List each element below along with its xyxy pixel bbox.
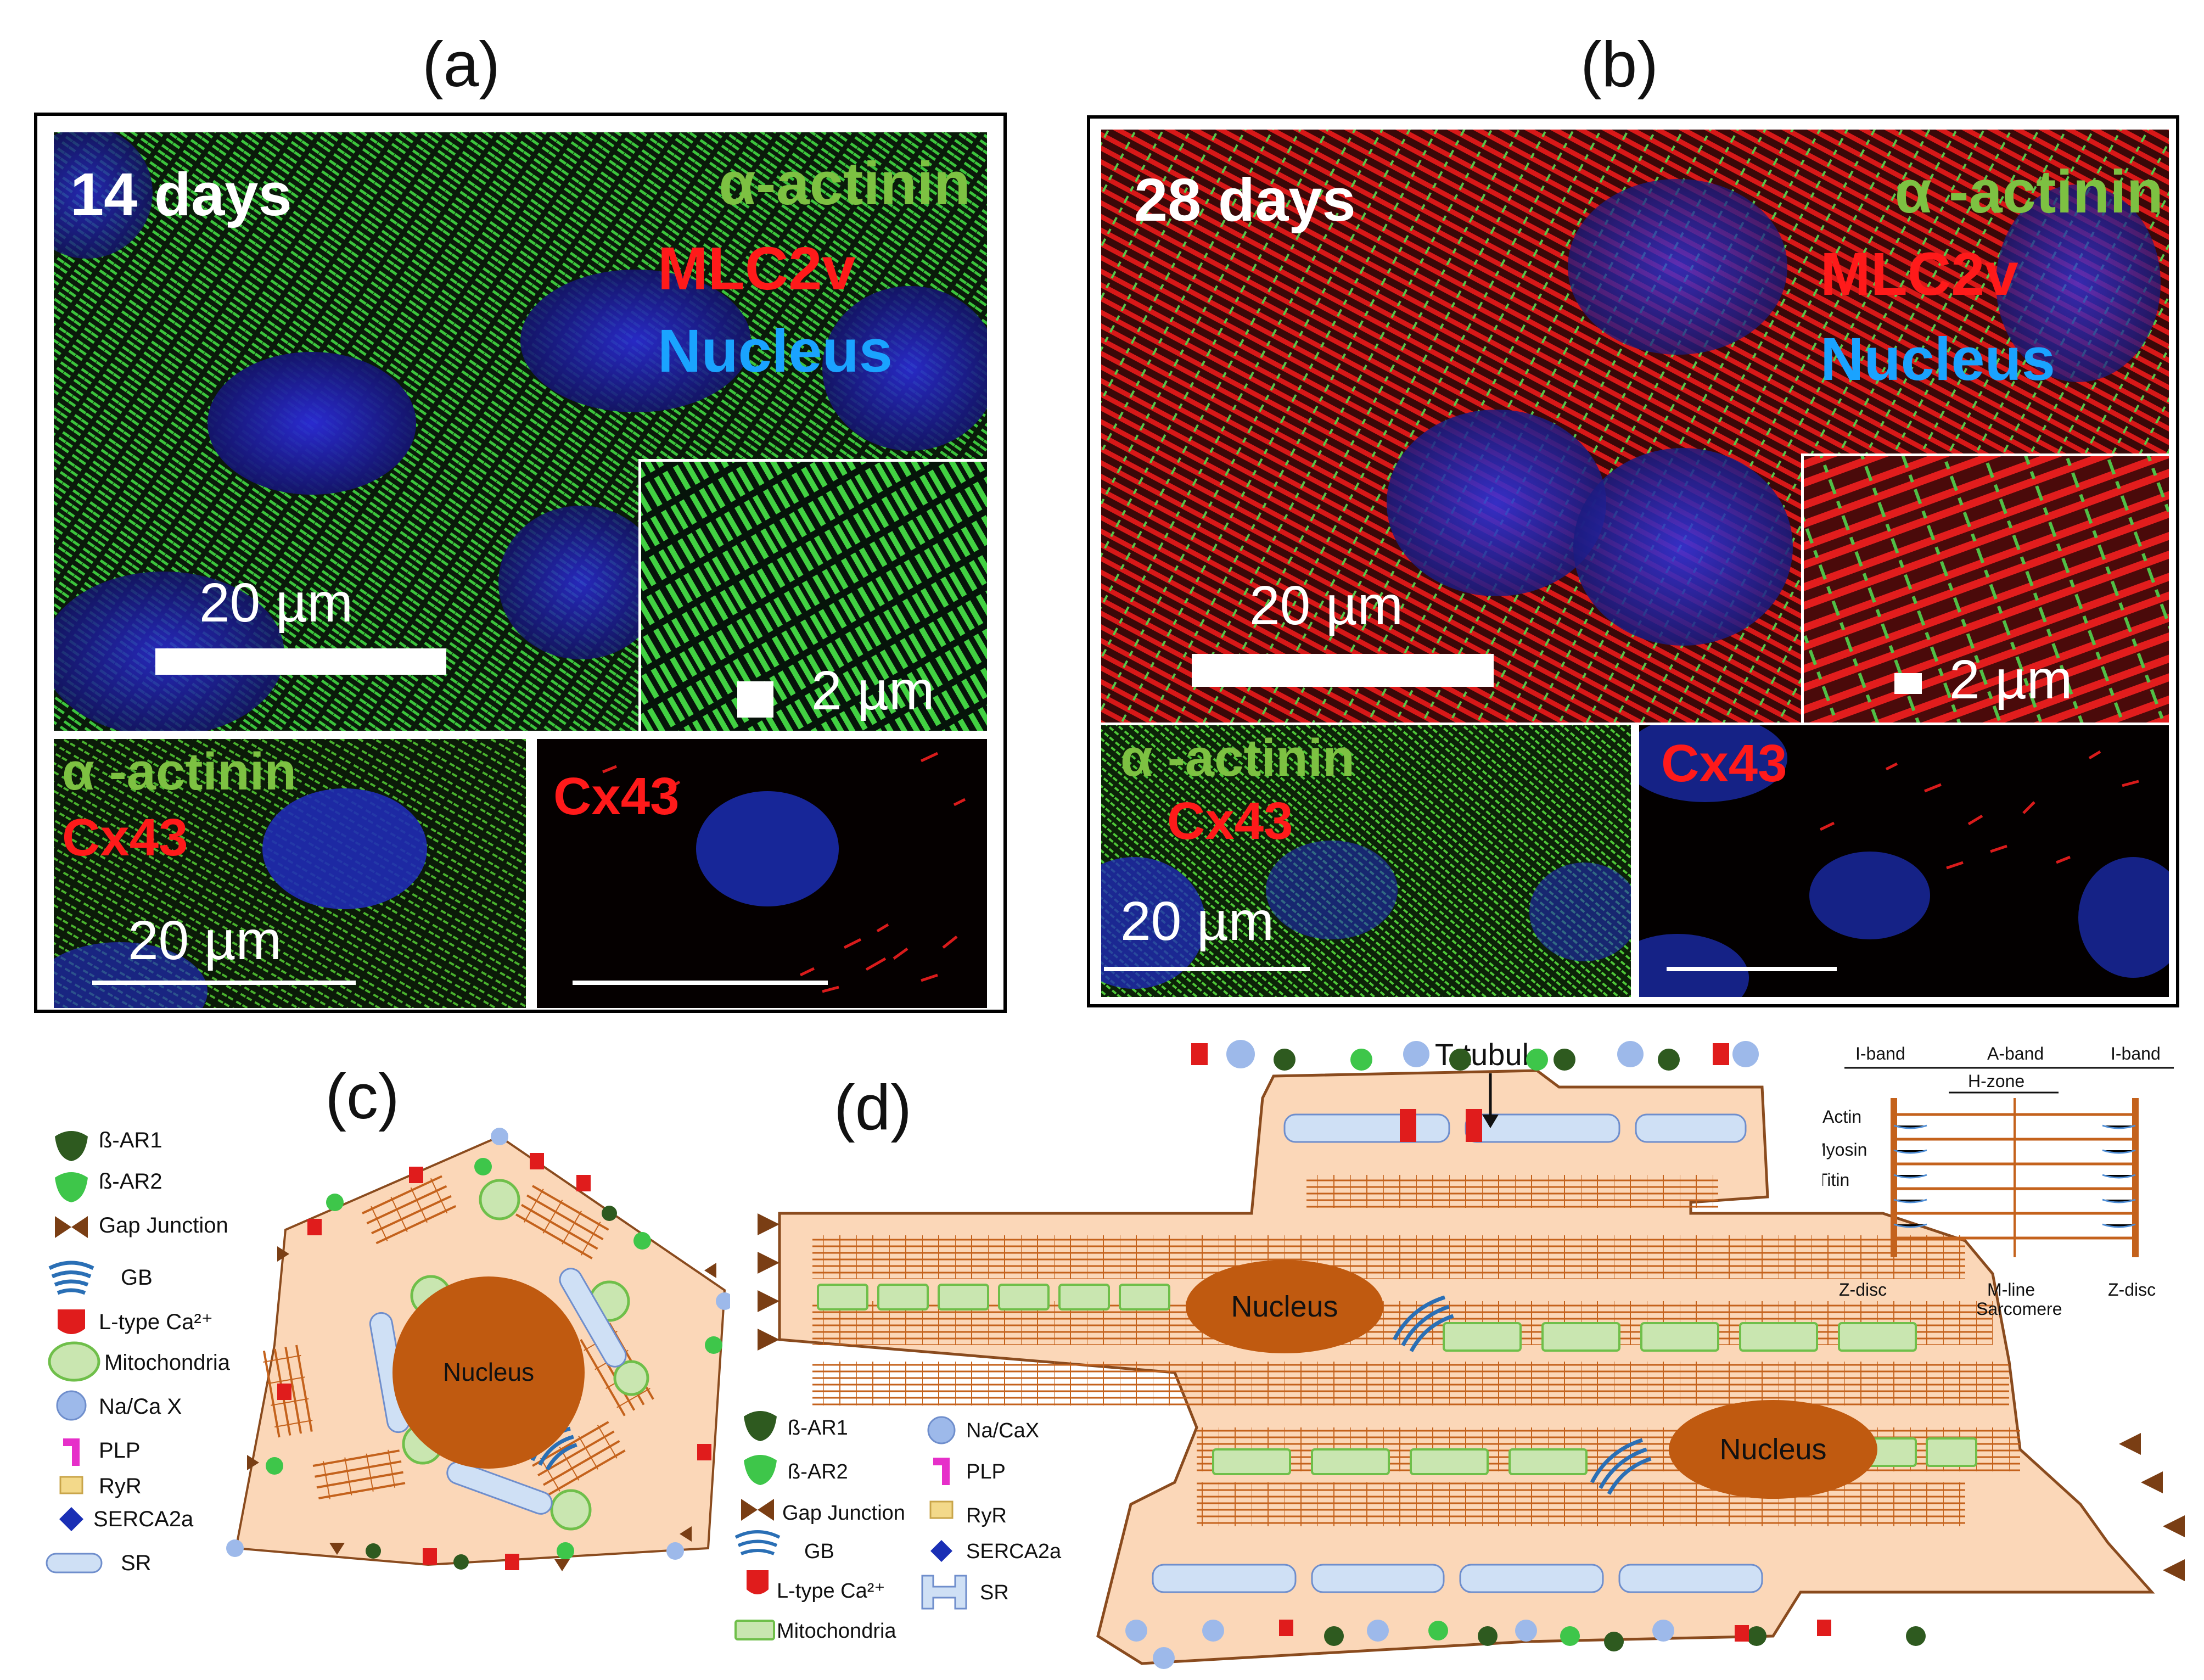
panel-a-stain-actinin: α-actinin [719, 150, 971, 217]
panel-c-legend-naca: Na/Ca X [99, 1395, 182, 1419]
panel-c-legend-bar1: ß-AR1 [99, 1128, 162, 1152]
panel-d-legend-gap-junction: Gap Junction [782, 1502, 905, 1525]
panel-b-sub-left-scale-label: 20 µm [1120, 891, 1274, 952]
panel-a-inset-image [641, 462, 987, 731]
sarcomere-iband-right: I-band [2111, 1044, 2161, 1063]
panel-c-legend-serca: SERCA2a [93, 1507, 194, 1531]
panel-b-inset [1801, 453, 2169, 723]
panel-a-inset [638, 459, 987, 731]
panel-c-cell-diagram: Nucleus [226, 1128, 730, 1571]
panel-a-sub-left-scale-label: 20 µm [128, 910, 282, 971]
panel-c-legend-ryr: RyR [99, 1474, 142, 1498]
panel-d-legend-bar2: ß-AR2 [788, 1460, 848, 1483]
panel-c-legend-sr: SR [121, 1551, 152, 1575]
panel-b-main-image [1101, 130, 2169, 723]
panel-b-inset-scale-label: 2 µm [1949, 649, 2073, 710]
panel-b-time-label: 28 days [1134, 166, 1356, 234]
panel-b-main-micrograph: 28 days α -actinin MLC2v Nucleus 20 µm 2… [1101, 130, 2169, 723]
sarcomere-titin-label: Titin [1822, 1170, 1849, 1190]
panel-a-inset-scale-label: 2 µm [811, 660, 935, 721]
panel-a-sub-left-image [54, 739, 526, 1008]
panel-a-frame: 14 days α-actinin MLC2v Nucleus 20 µm 2 … [34, 113, 1007, 1013]
panel-b-scale-bar [1192, 654, 1494, 687]
panel-d-letter: (d) [834, 1072, 912, 1143]
panel-c-legend-gb: GB [121, 1265, 153, 1290]
panel-c-legend: ß-AR1 ß-AR2 Gap Junction GB L-type Ca²⁺ … [38, 1120, 247, 1581]
panel-b-sub-left-stain-actinin: α -actinin [1120, 729, 1355, 787]
panel-c-legend-bar2: ß-AR2 [99, 1169, 162, 1194]
panel-b-inset-image [1804, 456, 2169, 723]
panel-a-sub-right-scale-bar [573, 981, 828, 985]
panel-a-letter: (a) [422, 29, 500, 100]
panel-b-scale-label: 20 µm [1249, 575, 1403, 636]
sarcomere-mline: M-line [1987, 1280, 2035, 1300]
panel-b-sub-right-scale-bar [1667, 967, 1837, 971]
panel-d-nucleus2-label: Nucleus [1719, 1433, 1826, 1466]
panel-d-sarcomere-diagram: I-band A-band I-band H-zone Actin Myosin… [1822, 1044, 2174, 1319]
sarcomere-myosin-label: Myosin [1822, 1140, 1867, 1160]
panel-d-legend-plp: PLP [966, 1460, 1006, 1483]
panel-a-sub-right-stain-cx43: Cx43 [553, 767, 680, 826]
panel-a-scale-bar [155, 648, 446, 675]
panel-b-sub-left: α -actinin Cx43 20 µm [1101, 725, 1631, 997]
panel-d-nucleus1-label: Nucleus [1231, 1290, 1338, 1323]
panel-a-stain-nucleus: Nucleus [658, 317, 893, 385]
sarcomere-aband: A-band [1987, 1044, 2044, 1063]
panel-b-sub-left-scale-bar [1104, 967, 1310, 971]
panel-b-stain-actinin: α -actinin [1894, 158, 2163, 226]
panel-c-letter: (c) [325, 1061, 400, 1132]
panel-b-sub-left-image [1101, 725, 1631, 997]
panel-a-main-micrograph: 14 days α-actinin MLC2v Nucleus 20 µm 2 … [54, 132, 987, 731]
sarcomere-sarcomere-label: Sarcomere [1976, 1299, 2062, 1319]
panel-b-frame: 28 days α -actinin MLC2v Nucleus 20 µm 2… [1087, 115, 2179, 1007]
panel-b-stain-mlc2v: MLC2v [1820, 240, 2018, 308]
panel-a-time-label: 14 days [70, 161, 292, 228]
sarcomere-hzone: H-zone [1968, 1071, 2024, 1091]
panel-d-legend-gb: GB [804, 1540, 834, 1563]
panel-b-inset-scale-bar [1894, 673, 1922, 694]
panel-c-legend-ltype: L-type Ca²⁺ [99, 1310, 213, 1334]
panel-b-sub-right: Cx43 [1639, 725, 2169, 997]
panel-a-stain-mlc2v: MLC2v [658, 235, 856, 303]
panel-b-stain-nucleus: Nucleus [1820, 326, 2055, 393]
panel-b-sub-right-image [1639, 725, 2169, 997]
sarcomere-zdisc-right: Z-disc [2108, 1280, 2156, 1300]
panel-d-legend-mitochondria: Mitochondria [777, 1620, 896, 1643]
panel-d-legend-sr: SR [980, 1581, 1009, 1604]
panel-a-scale-label: 20 µm [199, 572, 353, 634]
panel-b-letter: (b) [1580, 29, 1658, 100]
panel-d-legend-ryr: RyR [966, 1504, 1007, 1527]
panel-a-sub-left-stain-cx43: Cx43 [62, 808, 188, 867]
panel-d-legend: ß-AR1 ß-AR2 Gap Junction GB L-type Ca²⁺ … [725, 1405, 1109, 1658]
panel-c-nucleus-label: Nucleus [443, 1358, 534, 1386]
sarcomere-iband-left: I-band [1855, 1044, 1905, 1063]
panel-a-sub-right: Cx43 [537, 739, 987, 1008]
panel-a-sub-left-scale-bar [92, 981, 356, 985]
panel-d-legend-serca: SERCA2a [966, 1540, 1062, 1563]
sarcomere-actin-label: Actin [1822, 1107, 1861, 1127]
panel-c-legend-gap-junction: Gap Junction [99, 1213, 228, 1237]
panel-a-sub-left-stain-actinin: α -actinin [62, 742, 297, 801]
panel-d-legend-icons [734, 1411, 967, 1640]
panel-d-legend-bar1: ß-AR1 [788, 1416, 848, 1440]
sarcomere-zdisc-left: Z-disc [1839, 1280, 1887, 1300]
panel-c-legend-plp: PLP [99, 1438, 141, 1463]
panel-d-legend-ltype: L-type Ca²⁺ [777, 1580, 885, 1603]
panel-a-sub-right-image [537, 739, 987, 1008]
panel-d-cell-diagram: Nucleus Nucleus T-tubule [758, 1037, 2185, 1669]
panel-c-legend-icons [46, 1131, 103, 1573]
panel-a-sub-left: α -actinin Cx43 20 µm [54, 739, 526, 1008]
panel-a-inset-scale-bar [737, 681, 773, 718]
panel-c-legend-mitochondria: Mitochondria [104, 1351, 231, 1375]
panel-d-legend-naca: Na/CaX [966, 1419, 1040, 1442]
panel-b-sub-left-stain-cx43: Cx43 [1167, 792, 1293, 850]
panel-b-sub-right-stain-cx43: Cx43 [1661, 734, 1787, 793]
